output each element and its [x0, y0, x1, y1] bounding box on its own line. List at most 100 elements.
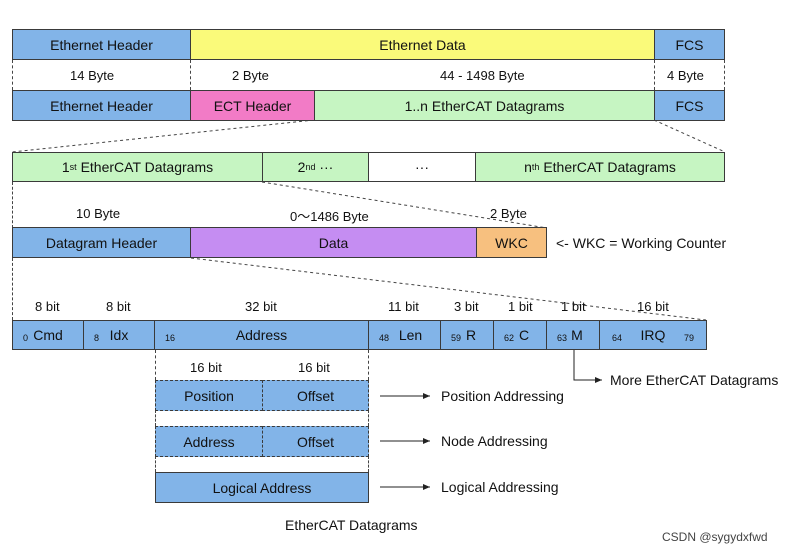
len-label: Len — [398, 327, 423, 343]
irq-box: 64 IRQ 79 — [599, 320, 707, 350]
size-data: 0～1486 Byte — [290, 209, 369, 224]
dash-3 — [654, 60, 655, 90]
second-dots: ··· — [315, 159, 334, 175]
cmd-label: Cmd — [33, 327, 63, 343]
m-box: 63 M — [546, 320, 600, 350]
size-dg-header: 10 Byte — [76, 206, 121, 221]
bits-len: 11 bit — [388, 299, 419, 314]
bits-r: 3 bit — [454, 299, 479, 314]
ethernet-header-box-2: Ethernet Header — [12, 90, 191, 121]
expand-line-left — [11, 119, 315, 153]
dash-9 — [155, 410, 156, 426]
idx-box: 8 Idx — [83, 320, 155, 350]
dash-8 — [368, 350, 369, 380]
more-datagrams-label: More EtherCAT Datagrams — [610, 372, 779, 388]
bits-irq: 16 bit — [637, 299, 669, 314]
ethernet-header-box: Ethernet Header — [12, 29, 191, 60]
irq-end-offset: 79 — [683, 333, 694, 343]
first-num: 1 — [61, 159, 70, 175]
len-box: 48 Len — [368, 320, 441, 350]
second-num: 2 — [297, 159, 306, 175]
datagrams-box: 1..n EtherCAT Datagrams — [314, 90, 655, 121]
len-offset: 48 — [379, 333, 390, 343]
size-wkc: 2 Byte — [490, 206, 527, 221]
fcs-box-bottom: FCS — [654, 90, 725, 121]
position-offset-box: Offset — [262, 380, 369, 411]
dash-7 — [155, 350, 156, 380]
m-label: M — [571, 327, 583, 343]
first-sup: st — [69, 162, 77, 172]
datagrams-label: 1..n EtherCAT Datagrams — [404, 97, 565, 114]
dash-2 — [190, 60, 191, 90]
watermark: CSDN @sygydxfwd — [662, 530, 768, 544]
expand-line-right — [653, 119, 726, 153]
ect-header-box: ECT Header — [190, 90, 315, 121]
ect-header-label: ECT Header — [213, 97, 292, 114]
dash-10 — [368, 410, 369, 426]
address-offset: 16 — [165, 333, 176, 343]
m-offset: 63 — [557, 333, 568, 343]
size-eth-data: 44 - 1498 Byte — [440, 68, 525, 83]
position-label: Position — [184, 387, 234, 404]
node-address-box: Address — [155, 426, 263, 457]
nth-sup: th — [531, 162, 540, 172]
dash-4 — [724, 60, 725, 90]
node-offset-label: Offset — [296, 433, 335, 450]
dash-11 — [155, 456, 156, 472]
fcs-label-top: FCS — [675, 36, 704, 53]
irq-label: IRQ — [640, 327, 666, 343]
bits-addr: 32 bit — [245, 299, 277, 314]
node-address-label: Address — [183, 433, 235, 450]
r-box: 59 R — [440, 320, 494, 350]
data-box: Data — [190, 227, 477, 258]
r-offset: 59 — [451, 333, 462, 343]
size-eth-header: 14 Byte — [70, 68, 115, 83]
ellipsis-datagram-box: ··· — [368, 152, 476, 182]
bits-cmd: 8 bit — [35, 299, 60, 314]
bits-c: 1 bit — [508, 299, 533, 314]
ethernet-header-label-2: Ethernet Header — [50, 97, 153, 114]
ethernet-data-box: Ethernet Data — [190, 29, 655, 60]
c-offset: 62 — [504, 333, 515, 343]
expand-line-datagram — [261, 181, 548, 229]
fcs-box-top: FCS — [654, 29, 725, 60]
logical-addressing-label: Logical Addressing — [441, 479, 559, 495]
addr-bits-a: 16 bit — [190, 360, 222, 375]
expand-line-header — [190, 257, 707, 321]
addr-bits-b: 16 bit — [298, 360, 330, 375]
datagram-header-box: Datagram Header — [12, 227, 191, 258]
c-box: 62 C — [493, 320, 547, 350]
dash-5 — [12, 182, 13, 228]
wkc-note: <- WKC = Working Counter — [556, 235, 727, 251]
wkc-box: WKC — [476, 227, 547, 258]
cmd-offset: 0 — [23, 333, 29, 343]
diagram-caption: EtherCAT Datagrams — [285, 517, 418, 533]
more-datagrams-arrow — [573, 350, 602, 383]
address-box: 16 Address — [154, 320, 369, 350]
ethernet-data-label: Ethernet Data — [379, 36, 466, 53]
data-label: Data — [318, 234, 349, 251]
dash-12 — [368, 456, 369, 472]
address-label: Address — [235, 327, 288, 343]
nth-num: n — [524, 159, 532, 175]
cmd-box: 0 Cmd — [12, 320, 84, 350]
fcs-label-bottom: FCS — [675, 97, 704, 114]
dash-6 — [12, 258, 13, 320]
node-offset-box: Offset — [262, 426, 369, 457]
c-label: C — [518, 327, 530, 343]
irq-offset: 64 — [612, 333, 623, 343]
position-offset-label: Offset — [296, 387, 335, 404]
logical-address-box: Logical Address — [155, 472, 369, 503]
size-ect-header: 2 Byte — [232, 68, 269, 83]
idx-offset: 8 — [94, 333, 100, 343]
second-sup: nd — [305, 162, 316, 172]
idx-label: Idx — [109, 327, 129, 343]
position-addressing-label: Position Addressing — [441, 388, 564, 404]
r-label: R — [465, 327, 477, 343]
first-text: EtherCAT Datagrams — [76, 159, 214, 175]
logical-address-label: Logical Address — [212, 479, 312, 496]
position-box: Position — [155, 380, 263, 411]
